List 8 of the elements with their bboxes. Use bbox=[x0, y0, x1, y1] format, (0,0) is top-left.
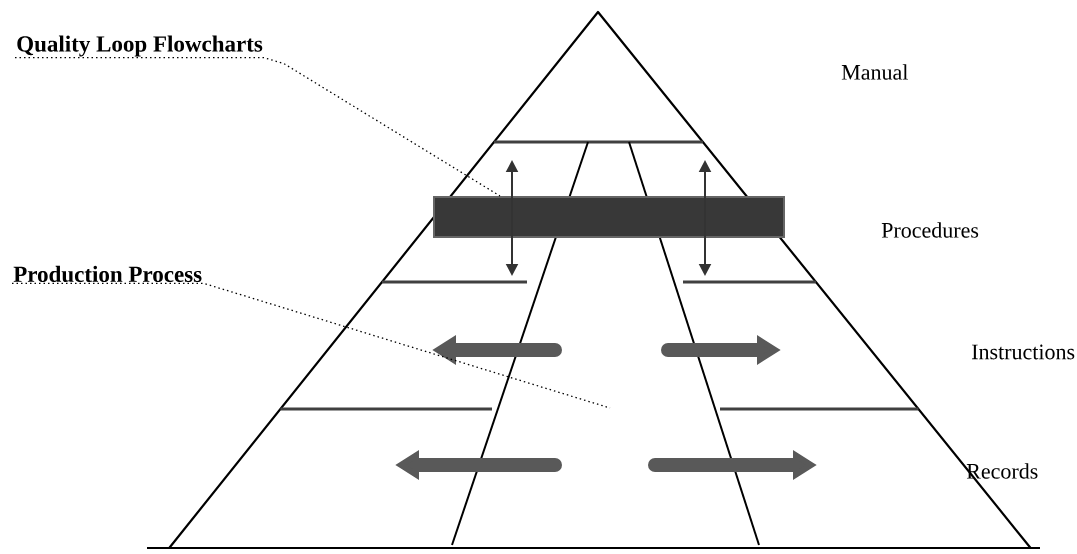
bar bbox=[433, 196, 785, 238]
callout-heading: Quality Loop Flowcharts bbox=[17, 35, 263, 57]
level-label: Instructions bbox=[972, 344, 1075, 360]
callout-heading: Production Process bbox=[13, 265, 202, 283]
level-label: Procedures bbox=[881, 222, 979, 238]
leader-line bbox=[14, 57, 501, 197]
level-label: Records bbox=[966, 463, 1038, 479]
level-label: Manual bbox=[841, 64, 908, 80]
